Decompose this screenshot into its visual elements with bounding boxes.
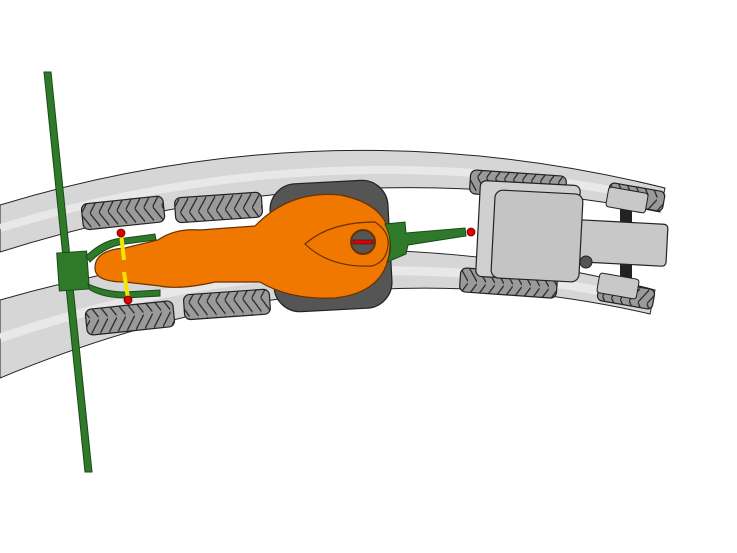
tractor-front-fender-right bbox=[596, 272, 640, 300]
sprayer-tank-body bbox=[94, 193, 391, 299]
boom-link-lower bbox=[87, 283, 161, 299]
sprayer-tyre-front-right bbox=[84, 300, 176, 336]
tractor-exhaust bbox=[579, 255, 593, 269]
sprayer-tyre-rear-right bbox=[182, 288, 271, 321]
filler-cap-handle bbox=[352, 239, 374, 245]
sprayer-tyre-rear-left bbox=[174, 191, 263, 224]
pivot-point-right bbox=[123, 295, 133, 305]
tank-lid-outline bbox=[304, 221, 389, 267]
hitch-pivot bbox=[466, 227, 476, 237]
hydraulic-cylinder-left bbox=[119, 232, 126, 261]
tractor-cab-roof bbox=[490, 189, 584, 283]
tractor-front-fender-left bbox=[605, 186, 649, 214]
sprayer-drawbar bbox=[384, 221, 467, 263]
pivot-point-left bbox=[116, 228, 126, 238]
sprayer-tyre-front-left bbox=[80, 195, 166, 231]
hydraulic-cylinder-right bbox=[122, 271, 130, 299]
boom-center-frame bbox=[56, 250, 90, 292]
